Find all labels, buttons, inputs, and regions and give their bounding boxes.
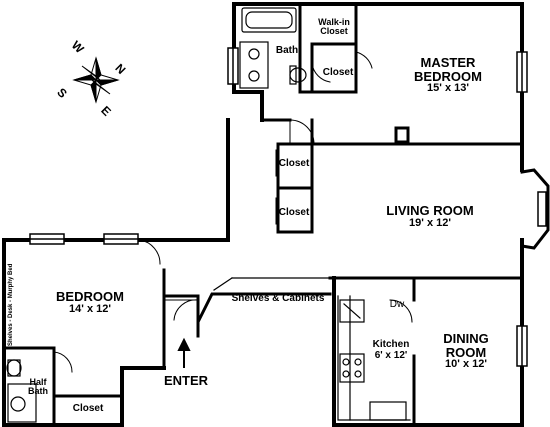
master-bedroom-name-1: MASTER	[420, 55, 476, 70]
compass-rose	[72, 56, 120, 104]
doors	[53, 51, 413, 373]
kitchen-label: Kitchen 6' x 12'	[366, 339, 416, 361]
shelves-cabinets-label: Shelves & Cabinets	[231, 293, 325, 304]
hall-closet-1-label: Closet	[278, 158, 310, 169]
half-bath-name-2: Bath	[28, 386, 48, 397]
master-closet-label: Closet	[322, 67, 354, 78]
bedroom-closet-label: Closet	[72, 403, 104, 414]
bath-label: Bath	[275, 45, 299, 56]
living-room-size: 19' x 12'	[409, 216, 451, 229]
dining-room-name-1: DINING	[443, 331, 489, 346]
enter-label: ENTER	[163, 373, 209, 388]
kitchen-size: 6' x 12'	[374, 349, 408, 361]
dining-room-label: DINING ROOM 10' x 12'	[428, 332, 504, 371]
half-bath-label: Half Bath	[24, 377, 52, 397]
living-room-label: LIVING ROOM 19' x 12'	[370, 204, 490, 229]
column-block	[394, 126, 410, 144]
bedroom-size: 14' x 12'	[69, 302, 111, 315]
dining-room-name-2: ROOM	[445, 344, 487, 360]
interior-walls	[2, 2, 524, 427]
dining-room-size: 10' x 12'	[445, 358, 487, 371]
windows	[29, 47, 550, 367]
living-room-name: LIVING ROOM	[386, 203, 474, 218]
hall-closet-2-label: Closet	[278, 207, 310, 218]
kitchen-name: Kitchen	[372, 339, 410, 350]
bedroom-label: BEDROOM 14' x 12'	[40, 290, 140, 315]
fixtures	[6, 7, 411, 423]
dishwasher-label: Dw	[389, 299, 405, 310]
walk-in-closet-name-1: Walk-in	[318, 17, 350, 27]
master-bedroom-label: MASTER BEDROOM 15' x 13'	[398, 56, 498, 95]
master-bedroom-name-2: BEDROOM	[414, 68, 482, 84]
half-bath-name-1: Half	[29, 377, 47, 387]
master-bedroom-size: 15' x 13'	[427, 82, 469, 95]
bedroom-name: BEDROOM	[56, 289, 124, 304]
enter-arrow	[177, 337, 191, 368]
walk-in-closet-label: Walk-in Closet	[312, 17, 356, 37]
murphy-bed-label: Shelves - Desk - Murphy Bed	[8, 263, 14, 346]
walk-in-closet-name-2: Closet	[320, 26, 348, 37]
